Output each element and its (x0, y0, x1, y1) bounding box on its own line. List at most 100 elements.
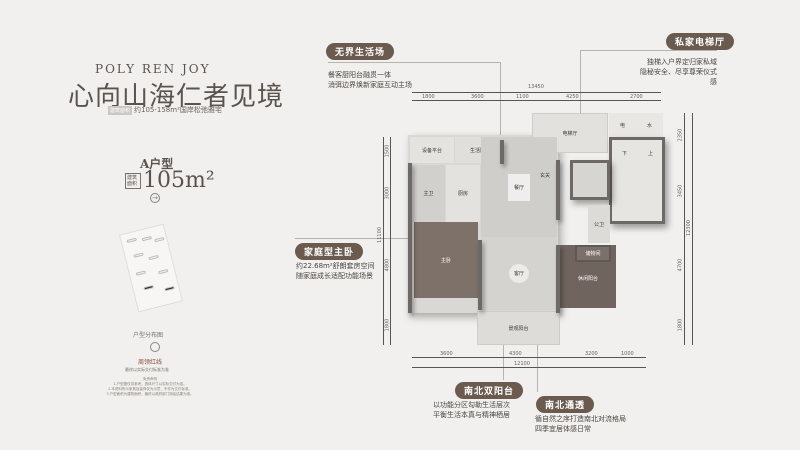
dim-top: 2700 (630, 94, 643, 100)
callout-desc: 独梯入户界定归家私域隐秘安全、尽享尊荣仪式感 (635, 57, 717, 87)
unit-distribution-map (119, 223, 183, 313)
desc-line: 隐秘安全、尽享尊荣仪式感 (640, 68, 717, 86)
desc-line: 独梯入户界定归家私域 (647, 58, 717, 66)
dim-bottom: 3600 (440, 351, 453, 357)
elevator-shaft (570, 160, 610, 200)
room-foyer: 玄关 (539, 172, 550, 179)
compass-icon (150, 342, 160, 352)
dim-left-total: 11100 (376, 227, 383, 243)
desc-line: 消弭边界焕新家庭互动主场 (328, 81, 412, 89)
room-living: 客厅 (481, 237, 557, 310)
redline-sub: 最终以实际交付标准为准 (125, 367, 169, 372)
note: 2.本资料所示家具及装饰仅为示意，不作为交付标准。 (108, 387, 192, 391)
leader-line (580, 50, 581, 130)
area-value: 105m² (143, 168, 215, 193)
desc-line: 平衡生活本真与精神栖居 (433, 411, 510, 419)
note: 免责声明 (143, 377, 157, 381)
unit-type: A户型 (140, 157, 174, 171)
dim-top: 4250 (566, 94, 579, 100)
desc-line: 以功能分区勾勒生活层次 (433, 401, 510, 409)
area-label: 建筑面积 (125, 173, 141, 189)
tagline-text: 约105-158m²国岸松弛雅宅 (134, 106, 222, 114)
callout-desc: 循自然之序打造南北对流格局四季宜居体感日常 (535, 414, 626, 434)
dim-bottom-total: 12100 (514, 361, 530, 367)
desc-line: 四季宜居体感日常 (535, 425, 591, 433)
room-master-bath: 主卫 (412, 165, 445, 222)
dim-left: 1500 (384, 144, 391, 158)
wall (556, 245, 560, 313)
room-dining: 餐厅 (481, 137, 557, 237)
page-title: 心向山海仁者见境 (68, 82, 285, 112)
dim-left: 3000 (384, 186, 391, 200)
dim-line-bottom (412, 357, 646, 358)
note: 3.户型面积为建筑面积，最终以政府部门测绘结果为准。 (106, 392, 194, 396)
callout-desc: 以功能分区勾勒生活层次平衡生活本真与精神栖居 (433, 400, 510, 420)
desc-line: 循自然之序打造南北对流格局 (535, 415, 626, 423)
arrow-right-circle-icon[interactable]: → (150, 193, 160, 203)
room-equipment-platform: 设备平台 (410, 137, 454, 163)
stair-down: 下 (622, 151, 628, 157)
master-bed-label: 主卧 (440, 257, 451, 264)
disclaimer: 免责声明 1.户型图仅供参考，具体尺寸以实际交付为准。 2.本资料所示家具及装饰… (75, 377, 225, 397)
room-storage: 储物间 (575, 245, 611, 262)
dim-line-right (684, 113, 685, 345)
dim-top: 3600 (471, 94, 484, 100)
stair-up: 上 (648, 151, 654, 157)
desc-line: 餐客厨阳台融贯一体 (328, 71, 391, 79)
dim-bottom: 1000 (621, 351, 634, 357)
wall (478, 240, 482, 310)
dim-top-total: 13450 (528, 84, 544, 90)
dim-right-total: 12300 (685, 220, 692, 236)
callout-title: 家庭型主卧 (295, 243, 364, 260)
callout-title: 南北通透 (536, 396, 595, 413)
dim-left: 1800 (384, 318, 391, 332)
dim-left: 4800 (384, 258, 391, 272)
dim-line-top (412, 100, 661, 101)
leader-line (328, 62, 500, 63)
room-elevator-hall: 电梯厅 (532, 113, 608, 153)
dim-right: 1800 (677, 318, 684, 332)
desc-line: 随家庭成长适配功能场景 (296, 272, 373, 280)
stairwell: 下 上 (609, 137, 665, 224)
leader-line (580, 50, 717, 51)
keymap-title: 户型分布图 (133, 332, 164, 339)
room-view-balcony: 景观阳台 (477, 311, 560, 345)
callout-title: 南北双阳台 (455, 382, 524, 399)
room-water: 水 (636, 113, 663, 137)
leader-line (500, 62, 501, 182)
dim-bottom: 3200 (585, 351, 598, 357)
leader-line (295, 238, 415, 239)
callout-desc: 约22.68m²舒朗套房空间随家庭成长适配功能场景 (296, 261, 375, 281)
dim-line-left-total (383, 137, 384, 345)
tagline: 建筑面积约105-158m²国岸松弛雅宅 (108, 105, 222, 115)
room-public-bath: 公卫 (588, 205, 610, 243)
tag-badge: 建筑面积 (108, 106, 133, 115)
dim-line-right-total (692, 113, 693, 345)
dim-line-bottom-total (412, 367, 646, 368)
note: 1.户型图仅供参考，具体尺寸以实际交付为准。 (113, 382, 187, 386)
brand-name: POLY REN JOY (95, 62, 211, 76)
leader-line (503, 330, 504, 380)
wall (500, 140, 504, 164)
dim-line-top-total (412, 92, 661, 93)
dim-right: 2350 (677, 128, 684, 142)
callout-title: 无界生活场 (326, 43, 395, 60)
dim-right: 4700 (677, 258, 684, 272)
wall (556, 160, 560, 220)
dining-label: 餐厅 (507, 173, 530, 201)
leader-line (537, 300, 538, 392)
dim-right: 3450 (677, 184, 684, 198)
living-label: 客厅 (508, 264, 529, 283)
wall (408, 163, 412, 313)
callout-title: 私家电梯厅 (666, 33, 735, 50)
room-master-bedroom: 主卧 (414, 222, 478, 298)
desc-line: 约22.68m²舒朗套房空间 (296, 262, 375, 270)
dim-line-left (390, 137, 391, 345)
dim-top: 1100 (516, 94, 529, 100)
redline-label: 周领红线 (138, 359, 163, 366)
room-elec: 电 (609, 113, 636, 137)
dim-top: 1800 (422, 94, 435, 100)
room-kitchen: 厨房 (446, 165, 480, 222)
callout-desc: 餐客厨阳台融贯一体消弭边界焕新家庭互动主场 (328, 70, 412, 90)
